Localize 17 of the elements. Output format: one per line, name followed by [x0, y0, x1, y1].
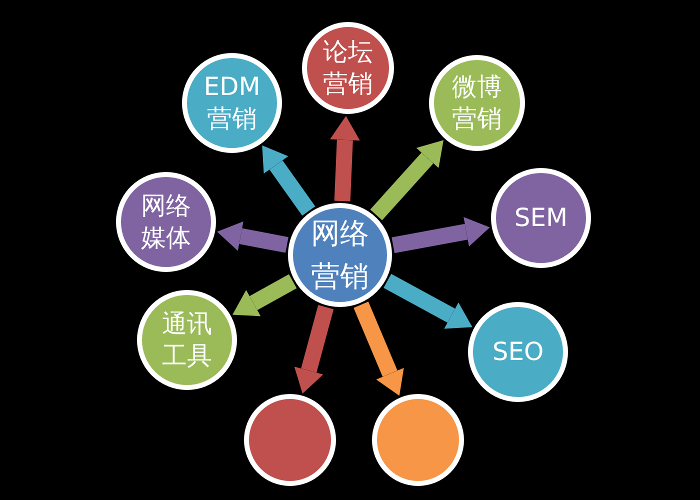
arrow [330, 116, 360, 202]
arrow [370, 140, 444, 220]
arrow [217, 221, 288, 253]
arrow [392, 217, 490, 254]
arrow [262, 145, 316, 216]
arrow [354, 302, 404, 396]
node-label: SEO [491, 336, 545, 368]
node-label: 通讯工具 [161, 308, 213, 372]
node-label: SEM [513, 202, 569, 234]
node-label: 论坛营销 [322, 36, 374, 100]
arrow [232, 274, 297, 316]
node-label: 网络媒体 [140, 190, 192, 254]
node-label: 微博营销 [451, 70, 503, 135]
node-label: EDM营销 [202, 70, 262, 135]
node-label: 网络营销 [310, 214, 370, 295]
arrow [294, 305, 334, 394]
arrow [384, 274, 472, 329]
